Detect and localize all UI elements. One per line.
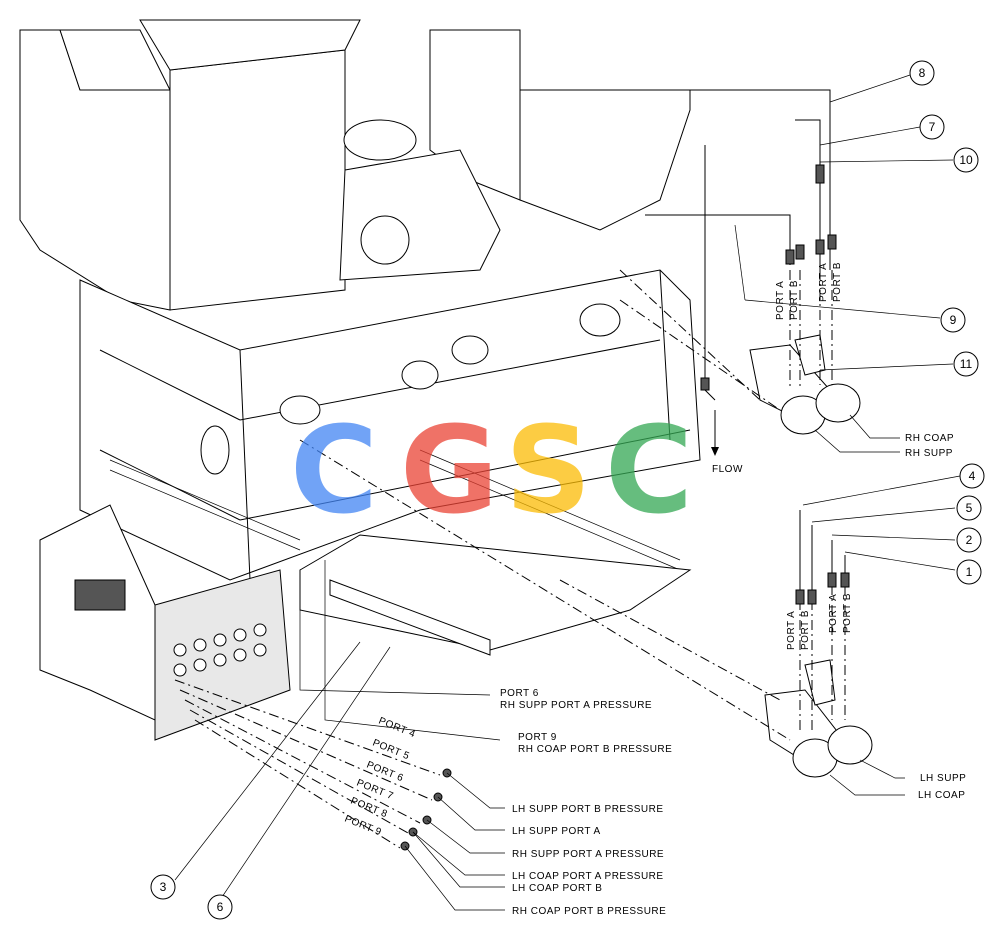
- label-port9-title: PORT 9: [518, 732, 557, 743]
- label-lh-coap: LH COAP: [918, 790, 965, 801]
- label-rh-supp-a-pressure: RH SUPP PORT A PRESSURE: [512, 849, 664, 860]
- callout-3: 3: [150, 874, 176, 900]
- label-rh-supp: RH SUPP: [905, 448, 953, 459]
- svg-text:6: 6: [217, 900, 224, 914]
- svg-text:8: 8: [919, 66, 926, 80]
- callout-10: 10: [953, 147, 979, 173]
- label-rh-port-b-2: PORT B: [832, 262, 843, 302]
- label-rh-port-a: PORT A: [775, 281, 786, 320]
- label-lh-coap-a-pressure: LH COAP PORT A PRESSURE: [512, 871, 664, 882]
- callout-2: 2: [956, 527, 982, 553]
- label-port6-desc: RH SUPP PORT A PRESSURE: [500, 700, 652, 711]
- svg-text:10: 10: [959, 153, 973, 167]
- watermark-letter-c2: C: [605, 402, 693, 541]
- svg-text:2: 2: [966, 533, 973, 547]
- hose-lines: [174, 74, 961, 911]
- label-lh-coap-b: LH COAP PORT B: [512, 883, 602, 894]
- svg-text:4: 4: [969, 469, 976, 483]
- callout-7: 7: [919, 114, 945, 140]
- label-lh-supp: LH SUPP: [920, 773, 966, 784]
- label-lh-port-a: PORT A: [786, 611, 797, 650]
- label-lh-supp-b-pressure: LH SUPP PORT B PRESSURE: [512, 804, 664, 815]
- label-port9: PORT 9: [343, 814, 383, 839]
- label-port5: PORT 5: [371, 738, 411, 763]
- callout-11: 11: [953, 351, 979, 377]
- label-port9-desc: RH COAP PORT B PRESSURE: [518, 744, 672, 755]
- callout-5: 5: [956, 495, 982, 521]
- machine-assembly: [19, 19, 701, 741]
- lh-valve-assembly: [764, 659, 873, 778]
- label-port4: PORT 4: [377, 716, 417, 741]
- svg-text:5: 5: [966, 501, 973, 515]
- callout-6: 6: [207, 894, 233, 920]
- rh-valve-assembly: [749, 334, 861, 435]
- label-flow: FLOW: [712, 464, 743, 475]
- callout-1: 1: [956, 559, 982, 585]
- watermark-letter-g: G: [400, 402, 499, 541]
- svg-text:3: 3: [160, 880, 167, 894]
- label-rh-port-b: PORT B: [789, 280, 800, 320]
- svg-text:9: 9: [950, 313, 957, 327]
- svg-text:1: 1: [966, 565, 973, 579]
- label-lh-port-b: PORT B: [800, 610, 811, 650]
- label-port6-title: PORT 6: [500, 688, 539, 699]
- callout-9: 9: [940, 307, 966, 333]
- label-rh-port-a-2: PORT A: [818, 263, 829, 302]
- callout-8: 8: [909, 60, 935, 86]
- label-rh-coap: RH COAP: [905, 433, 954, 444]
- label-rh-coap-b-pressure: RH COAP PORT B PRESSURE: [512, 906, 666, 917]
- label-lh-supp-a: LH SUPP PORT A: [512, 826, 601, 837]
- label-lh-port-b-2: PORT B: [842, 593, 853, 633]
- callout-4: 4: [959, 463, 985, 489]
- label-port6: PORT 6: [365, 760, 405, 785]
- connector-holes: [173, 623, 267, 677]
- watermark-logo: C G S C: [290, 402, 693, 541]
- svg-text:11: 11: [960, 357, 973, 371]
- watermark-letter-c1: C: [290, 402, 378, 541]
- svg-text:7: 7: [929, 120, 936, 134]
- watermark-letter-s: S: [505, 402, 591, 541]
- label-lh-port-a-2: PORT A: [828, 594, 839, 633]
